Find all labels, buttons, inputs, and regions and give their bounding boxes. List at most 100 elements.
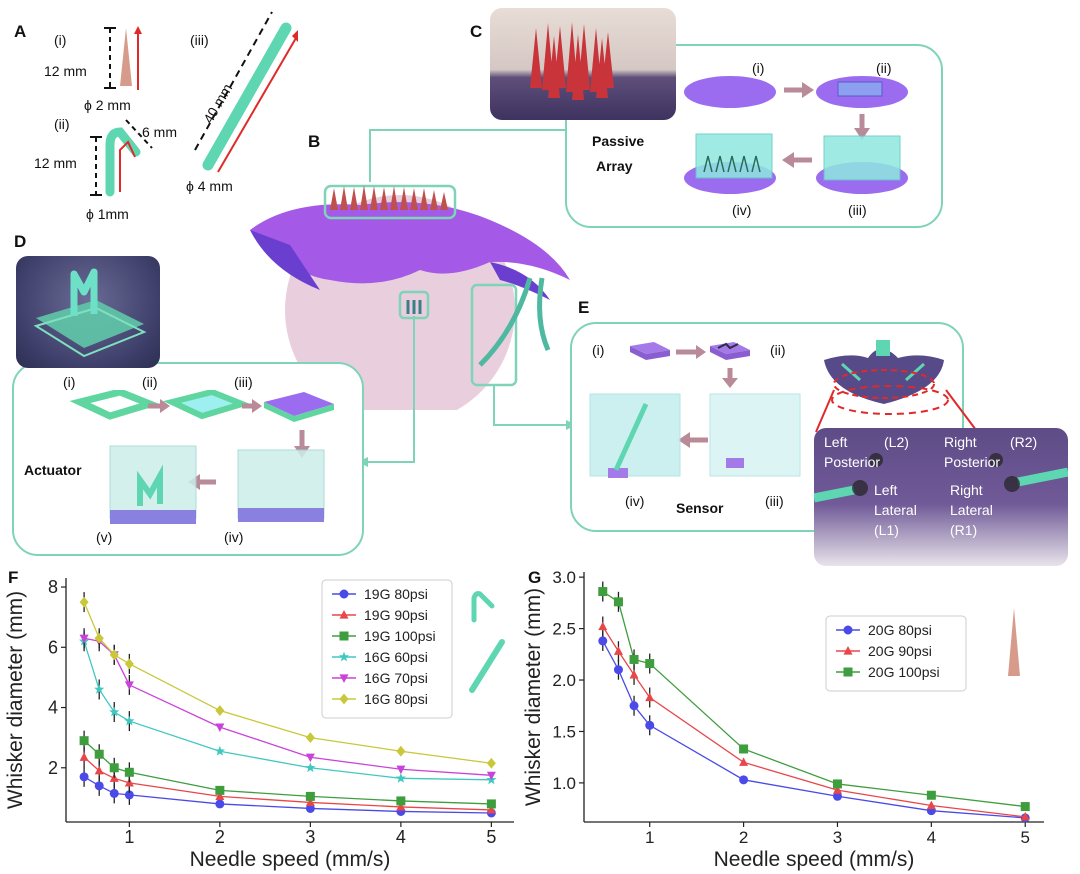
data-point (109, 706, 120, 717)
x-tick-label: 1 (124, 827, 134, 847)
straight-whisker-icon (202, 22, 292, 171)
data-point (305, 797, 315, 807)
x-axis-label: Needle speed (mm/s) (190, 848, 391, 871)
data-point (124, 681, 134, 690)
x-tick-label: 4 (396, 827, 406, 847)
panel-a-i-label: (i) (54, 32, 67, 48)
data-point (843, 625, 853, 635)
data-point (94, 765, 104, 775)
panel-a-i-diameter: ϕ 2 mm (84, 97, 131, 113)
left-lateral-label-2: Lateral (874, 502, 917, 518)
sensor-closeup-photo: Left (L2) Posterior Right (R2) Posterior… (814, 428, 1068, 566)
data-point (124, 790, 134, 800)
panel-d-step-i: (i) (63, 374, 76, 390)
y-tick-label: 1.5 (552, 722, 576, 741)
data-point (339, 674, 349, 683)
mold-box-iv (589, 393, 681, 477)
panel-d-step-iii: (iii) (234, 374, 253, 390)
data-point (629, 669, 639, 679)
actuator-photo (16, 256, 160, 368)
panel-c-step-ii: (ii) (876, 60, 892, 76)
block-i-side (630, 346, 670, 360)
actuator-title: Actuator (24, 462, 82, 478)
manta-wing-left (250, 230, 320, 290)
block-iv (608, 468, 628, 478)
data-point (79, 736, 89, 746)
panel-a-letter: A (14, 22, 27, 41)
arrowhead-icon (678, 432, 690, 448)
panel-c-process (684, 76, 908, 194)
frame-i (70, 390, 161, 420)
data-point (305, 791, 315, 801)
arrowhead-icon (160, 399, 170, 413)
x-tick-label: 5 (486, 827, 496, 847)
layer-iv (238, 508, 324, 522)
panel-a-ii-label: (ii) (54, 116, 70, 132)
data-point (338, 651, 350, 662)
y-tick-label: 2.0 (552, 671, 576, 690)
y-tick-label: 1.0 (552, 774, 576, 793)
panel-d-step-iv: (iv) (224, 529, 244, 545)
frame-ii (163, 390, 252, 420)
connector-to-d (362, 316, 415, 463)
bent-whisker-icon (471, 591, 495, 623)
data-point (486, 805, 496, 814)
right-lateral-label-1: Right (950, 482, 983, 498)
data-point (486, 771, 496, 781)
data-point (832, 779, 842, 789)
mold-plate-ii (837, 81, 883, 97)
data-point (79, 772, 89, 782)
y-tick-label: 3.0 (552, 568, 576, 587)
panel-e-step-i: (i) (592, 342, 605, 358)
left-lateral-label-1: Left (874, 482, 898, 498)
data-point (629, 654, 639, 664)
legend-label: 20G 80psi (868, 622, 932, 638)
legend-label: 19G 100psi (364, 628, 436, 644)
data-point (598, 636, 608, 646)
data-point (339, 693, 349, 705)
sensor-whisker-left (478, 277, 533, 367)
right-posterior-sensor (989, 453, 1003, 467)
actuator-m-icon (137, 464, 163, 506)
y-tick-label: 8 (48, 577, 58, 597)
sensor-whisker-icon (613, 402, 649, 472)
left-posterior-label-1: Left (824, 434, 848, 450)
left-posterior-label-2: Posterior (824, 454, 881, 470)
arrowhead-icon (134, 26, 142, 34)
mold-box-iv (237, 449, 325, 519)
data-point (396, 765, 406, 775)
series-line (83, 601, 492, 764)
block-iii (726, 458, 744, 468)
panel-c-step-iv: (iv) (732, 202, 752, 218)
l2-label: (L2) (884, 434, 909, 450)
manta-robot-illustration (250, 184, 570, 410)
data-point (109, 788, 119, 798)
series-line (602, 591, 1026, 808)
series-line (602, 640, 1026, 819)
y-tick-label: 6 (48, 637, 58, 657)
left-posterior-sensor (869, 453, 883, 467)
data-point (645, 659, 655, 669)
panel-e-step-iii: (iii) (765, 493, 784, 509)
arrowhead-icon (782, 152, 794, 168)
panel-a-iii-label: (iii) (190, 32, 209, 48)
data-point (215, 723, 225, 733)
data-point (124, 658, 134, 670)
data-point (339, 631, 349, 641)
data-point (215, 791, 225, 800)
cone-whisker-icon (1008, 608, 1020, 676)
direction-arrow (119, 140, 136, 192)
legend-label: 16G 60psi (364, 649, 428, 665)
arrowhead-icon (292, 30, 298, 42)
panel-a-drawings (90, 11, 298, 197)
l1-label: (L1) (874, 522, 899, 538)
whisker-row-icon (703, 155, 761, 173)
mold-box-iii (709, 393, 801, 477)
r1-label: (R1) (950, 522, 978, 538)
passive-array-title-line1: Passive (592, 133, 645, 149)
panel-d-letter: D (14, 232, 27, 251)
data-point (109, 763, 119, 773)
panel-e-step-ii: (ii) (770, 342, 786, 358)
